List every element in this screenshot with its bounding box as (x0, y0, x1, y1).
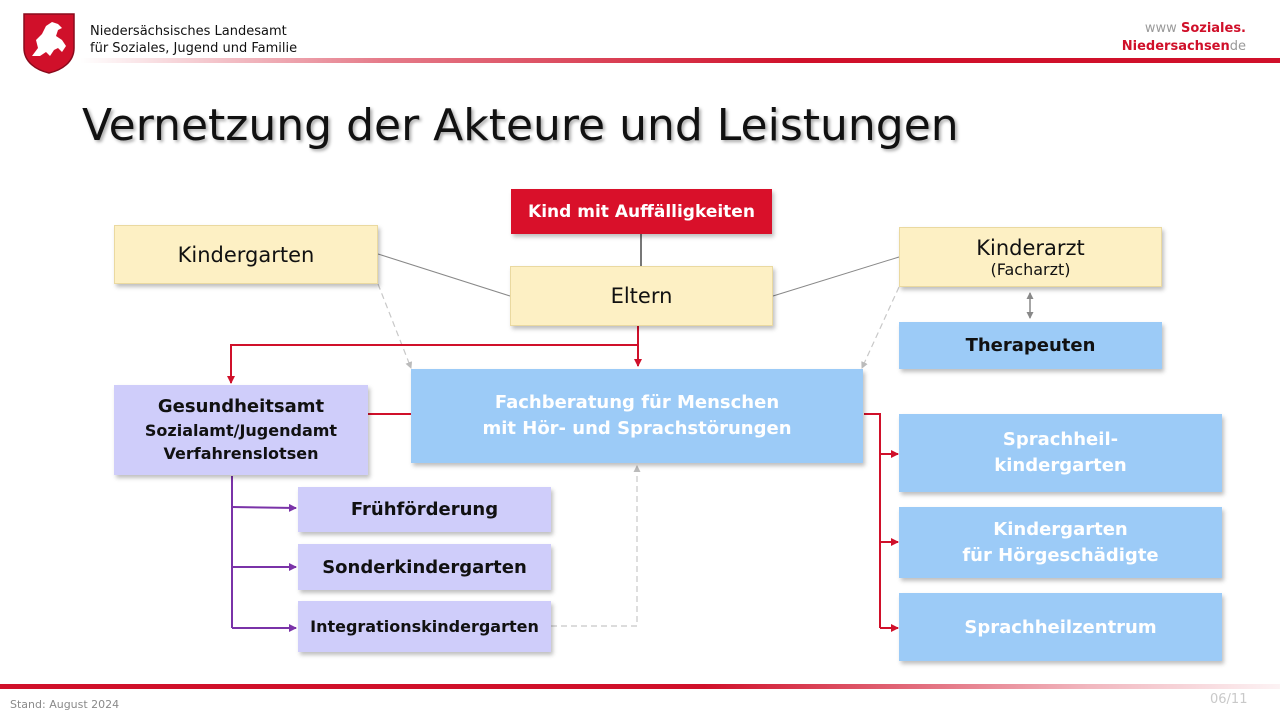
node-therapeuten-label: Therapeuten (965, 335, 1096, 356)
node-kinderarzt-label: Kinderarzt (976, 235, 1085, 260)
node-sprachheil-line2: kindergarten (994, 455, 1127, 476)
node-sonderkindergarten: Sonderkindergarten (298, 544, 551, 590)
node-verfahrenslotsen-label: Verfahrenslotsen (163, 444, 319, 463)
node-kindergarten-hoergeschaedigte: Kindergarten für Hörgeschädigte (899, 507, 1222, 578)
node-fachberatung-line1: Fachberatung für Menschen (494, 392, 780, 413)
footer-date: Stand: August 2024 (10, 698, 120, 711)
org-name-line2: für Soziales, Jugend und Familie (90, 41, 298, 56)
node-integrationskindergarten-label: Integrationskindergarten (310, 617, 539, 636)
node-hoergeschaedigte-line2: für Hörgeschädigte (962, 544, 1159, 566)
node-kindergarten: Kindergarten (114, 225, 378, 284)
node-sprachheilkindergarten: Sprachheil- kindergarten (899, 414, 1222, 492)
node-sozialamt-label: Sozialamt/Jugendamt (144, 421, 338, 440)
lower-saxony-horse-logo (23, 13, 75, 74)
node-kindergarten-label: Kindergarten (177, 242, 315, 267)
node-fachberatung-line2: mit Hör- und Sprachstörungen (482, 418, 792, 439)
node-gesundheitsamt-label: Gesundheitsamt (157, 396, 325, 417)
node-fruehfoerderung: Frühförderung (298, 487, 551, 532)
node-fachberatung: Fachberatung für Menschen mit Hör- und S… (411, 369, 863, 463)
node-sprachheilzentrum-label: Sprachheilzentrum (964, 616, 1157, 638)
slide-title: Vernetzung der Akteure und Leistungen (82, 100, 959, 151)
node-gesundheitsamt: Gesundheitsamt Sozialamt/Jugendamt Verfa… (114, 385, 368, 475)
footer-red-bar (0, 684, 1280, 689)
node-therapeuten: Therapeuten (899, 322, 1162, 369)
node-kind-label: Kind mit Auffälligkeiten (528, 201, 755, 222)
node-kind: Kind mit Auffälligkeiten (511, 189, 772, 234)
node-eltern-label: Eltern (610, 284, 673, 308)
node-hoergeschaedigte-line1: Kindergarten (993, 518, 1128, 540)
node-integrationskindergarten: Integrationskindergarten (298, 601, 551, 652)
node-kinderarzt-sublabel: (Facharzt) (990, 259, 1071, 279)
org-name-line1: Niedersächsisches Landesamt (90, 24, 287, 39)
website-link[interactable]: www Soziales. Niedersachsende (1122, 20, 1246, 56)
node-sprachheil-line1: Sprachheil- (1002, 429, 1119, 450)
node-fruehfoerderung-label: Frühförderung (350, 499, 499, 520)
node-eltern: Eltern (510, 266, 773, 326)
www-brand1: Soziales. (1180, 21, 1246, 36)
node-kinderarzt: Kinderarzt (Facharzt) (899, 227, 1162, 287)
www-prefix: www (1144, 21, 1177, 36)
www-suffix: de (1229, 39, 1246, 54)
www-brand2: Niedersachsen (1121, 39, 1230, 54)
node-sonderkindergarten-label: Sonderkindergarten (322, 556, 527, 578)
header-red-bar (80, 58, 1280, 63)
page-number: 06/11 (1210, 692, 1248, 707)
node-sprachheilzentrum: Sprachheilzentrum (899, 593, 1222, 661)
